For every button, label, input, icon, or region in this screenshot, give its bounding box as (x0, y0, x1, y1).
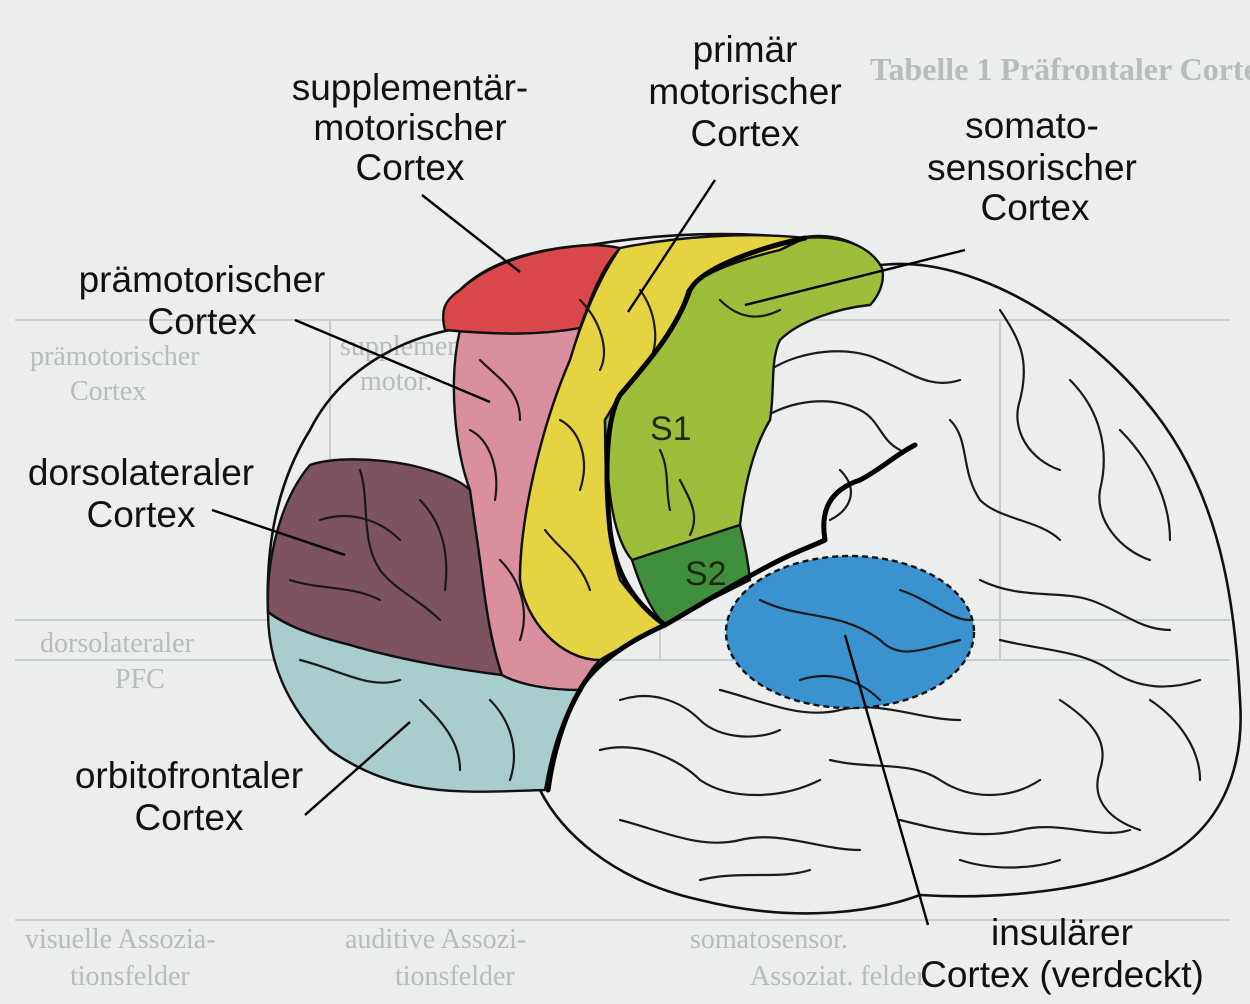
central-sulcus (604, 235, 808, 628)
premotor-line-2: Cortex (148, 301, 257, 342)
bg-bottom-3: somatosensor. (690, 924, 848, 955)
supplementary-motor-line-3: Cortex (356, 147, 465, 188)
premotor-line-1: prämotorischer (79, 259, 326, 300)
bg-bottom-2: auditive Assozi- (345, 924, 526, 955)
bg-bottom-6: Assoziat. felder (750, 961, 926, 992)
background-page: Tabelle 1 Präfrontaler Cortex prämotoris… (15, 51, 1250, 992)
orbitofrontal-line-2: Cortex (135, 797, 244, 838)
label-primary-motor-cortex: primär motorischer Cortex (648, 29, 841, 154)
label-insular-cortex: insulärer Cortex (verdeckt) (920, 912, 1204, 995)
supplementary-motor-cortex-region (441, 243, 622, 335)
dorsolateral-line-2: Cortex (87, 494, 196, 535)
s2-label: S2 (685, 555, 727, 593)
bg-cell-6: PFC (115, 664, 165, 695)
label-premotor-cortex: prämotorischer Cortex (79, 259, 326, 342)
somatosensory-line-2: sensorischer (927, 147, 1137, 188)
somatosensory-line-1: somato- (965, 105, 1099, 146)
bg-bottom-4: tionsfelder (70, 961, 190, 992)
label-somatosensory-cortex: somato- sensorischer Cortex (927, 105, 1137, 228)
bg-bottom-1: visuelle Assozia- (25, 924, 216, 955)
primary-motor-line-3: Cortex (691, 113, 800, 154)
frontal-gyri-lines (288, 288, 972, 782)
leader-lines (211, 179, 966, 926)
s1-label: S1 (650, 410, 692, 448)
frontal-boundary-bold (545, 687, 583, 793)
gyri-lines (598, 308, 1202, 882)
bg-cell-5: dorsolateraler (40, 628, 195, 659)
label-dorsolateral-cortex: dorsolateraler Cortex (28, 452, 254, 535)
somatosensory-line-3: Cortex (981, 187, 1090, 228)
orbitofrontal-line-1: orbitofrontaler (75, 755, 303, 796)
insular-line-1: insulärer (991, 912, 1133, 953)
bg-cell-1: prämotorischer (30, 341, 200, 372)
primary-motor-line-1: primär (693, 29, 798, 70)
bg-cell-4: motor. (360, 366, 432, 397)
lateral-sulcus-branch (821, 442, 918, 543)
lateral-sulcus (577, 537, 828, 693)
dorsolateral-line-1: dorsolateraler (28, 452, 254, 493)
bg-cell-3: Cortex (70, 376, 146, 407)
insular-cortex-region (724, 554, 976, 710)
label-orbitofrontal-cortex: orbitofrontaler Cortex (75, 755, 303, 838)
label-supplementary-motor-cortex: supplementär- motorischer Cortex (292, 67, 529, 188)
bg-heading: Tabelle 1 Präfrontaler Cortex (870, 51, 1250, 87)
insular-line-2: Cortex (verdeckt) (920, 954, 1204, 995)
bg-bottom-5: tionsfelder (395, 961, 515, 992)
supplementary-motor-line-1: supplementär- (292, 67, 529, 108)
supplementary-motor-line-2: motorischer (313, 107, 506, 148)
primary-motor-line-2: motorischer (648, 71, 841, 112)
